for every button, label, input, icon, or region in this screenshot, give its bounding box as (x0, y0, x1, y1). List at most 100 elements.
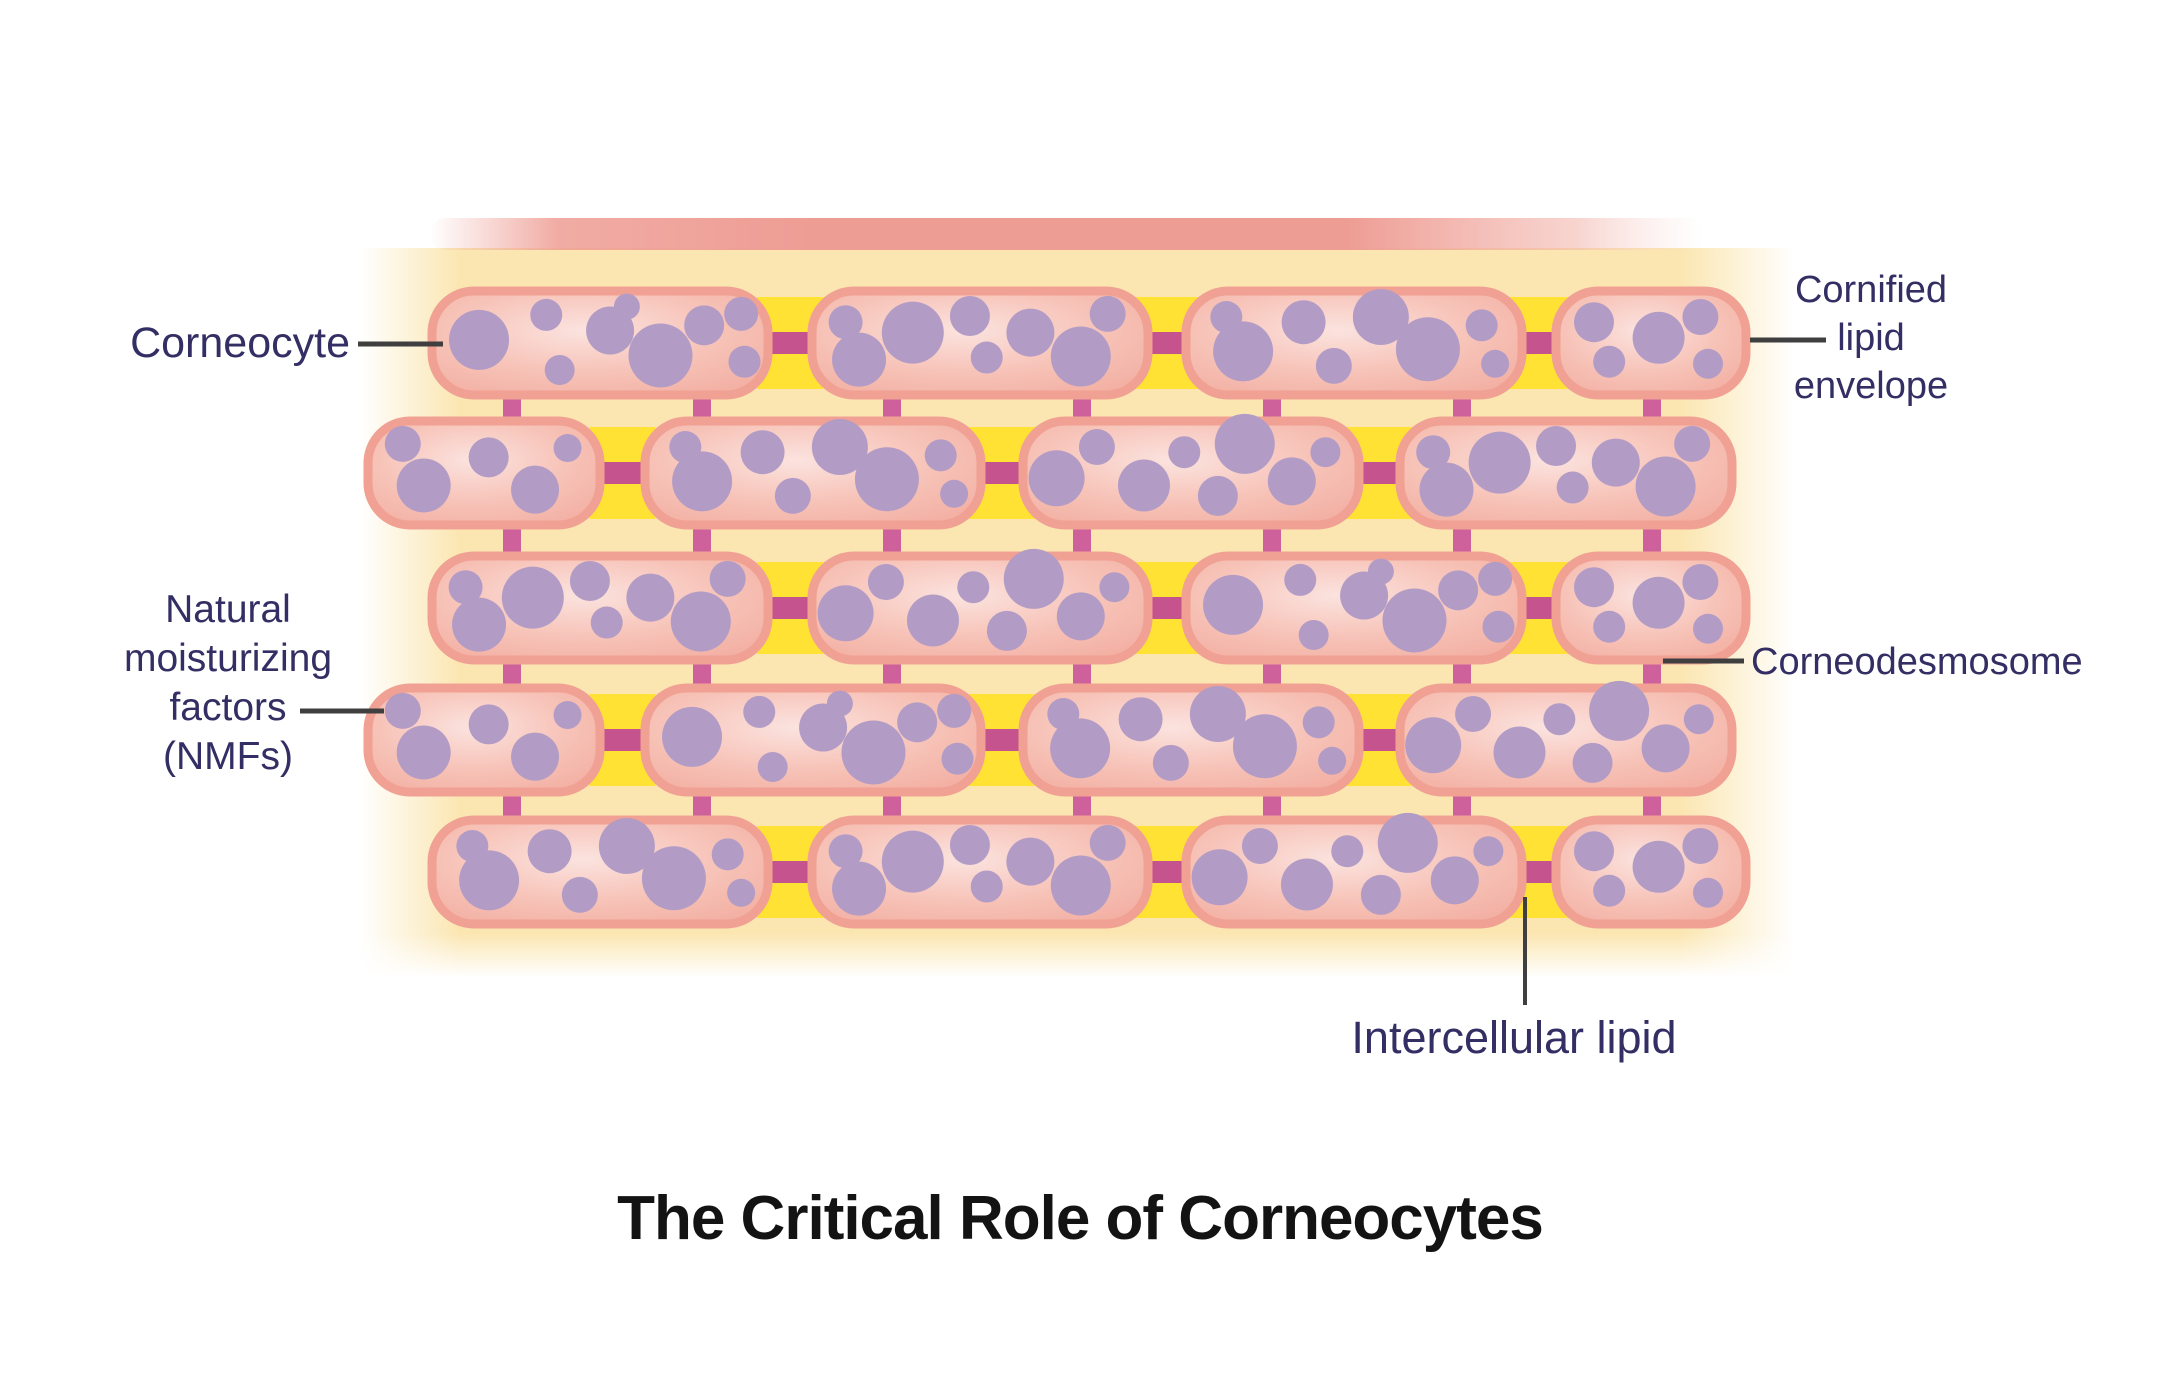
corneocyte-cell (807, 815, 1153, 929)
nmf-dot (970, 341, 1003, 374)
nmf-dot (1310, 437, 1341, 468)
nmf-dot (1473, 836, 1504, 867)
corneocyte-cell (1551, 815, 1751, 929)
nmf-dot (1632, 311, 1685, 364)
nmf-dot (1099, 572, 1130, 603)
nmf-dot (1331, 835, 1364, 868)
lipid-band (1348, 729, 1411, 751)
background-bottom-fade (355, 933, 1800, 985)
nmf-dot (1632, 840, 1685, 893)
nmf-dot (1482, 610, 1515, 643)
nmf-dot (511, 465, 560, 514)
nmf-dot (1168, 436, 1201, 469)
nmf-dot (1284, 563, 1317, 596)
nmf-dot (1118, 697, 1163, 742)
corneocyte-cell (427, 286, 773, 400)
nmf-dot (501, 566, 564, 629)
nmf-dot (728, 345, 761, 378)
corneocyte-cell (807, 286, 1153, 400)
nmf-dot (949, 824, 990, 865)
nmf-dot (553, 434, 582, 463)
nmf-dot (811, 419, 868, 475)
nmf-dot (828, 305, 863, 340)
nmf-dot (553, 701, 582, 730)
nmf-dot (854, 447, 919, 512)
nmf-dot (1197, 475, 1238, 516)
nmf-dot (1267, 457, 1316, 506)
nmf-dot (1589, 680, 1650, 741)
skin-surface-band (430, 218, 1705, 250)
nmf-dot (832, 332, 887, 387)
nmf-dot (727, 878, 756, 907)
nmf-dot (1635, 456, 1696, 517)
nmf-dot (941, 742, 974, 775)
cornified-label-line3: envelope (1793, 365, 1949, 407)
nmf-dot (1003, 548, 1064, 609)
nmf-dot (826, 690, 853, 717)
nmf-dot (709, 560, 746, 597)
nmf-dot (1593, 345, 1626, 378)
nmf-dot (452, 597, 507, 652)
corneocyte-cell (1181, 551, 1527, 665)
nmf-dot (1050, 855, 1111, 916)
nmf-dot (1416, 435, 1451, 470)
nmf-dot (1556, 471, 1589, 504)
nmf-dot (561, 876, 598, 913)
nmf-dot (1318, 746, 1347, 775)
nmf-dot (1214, 413, 1275, 474)
nmf-dot (817, 585, 874, 642)
nmf-dot (1593, 610, 1626, 643)
nmf-dot (949, 295, 990, 336)
nmf-dot (684, 305, 725, 346)
corneocyte-cell (363, 683, 605, 797)
nmf-dot (940, 479, 969, 508)
nmf-dot (1241, 828, 1278, 864)
nmf-dot (1438, 570, 1479, 611)
nmf-label-line4: (NMFs) (163, 735, 293, 778)
corneocyte-cell (1018, 683, 1364, 797)
lipid-band (591, 729, 654, 751)
nmf-dot (396, 458, 451, 513)
nmf-dot (1683, 704, 1714, 735)
nmf-dot (396, 725, 451, 780)
nmf-dot (1682, 828, 1719, 864)
nmf-dot (1693, 348, 1723, 379)
nmf-dot (1050, 326, 1111, 387)
nmf-dot (937, 693, 972, 728)
page-title: The Critical Role of Corneocytes (617, 1184, 1544, 1253)
nmf-dot (986, 610, 1027, 651)
nmf-dot (530, 298, 563, 331)
lipid-band (1348, 462, 1411, 484)
nmf-dot (569, 560, 610, 601)
nmf-dot (867, 564, 904, 600)
nmf-dot (1574, 302, 1614, 343)
nmf-dot (449, 309, 510, 370)
lipid-band (759, 332, 821, 354)
nmf-dot (1280, 858, 1333, 911)
nmf-dot (1302, 706, 1335, 739)
nmf-dot (1574, 831, 1614, 872)
nmf-dot (1693, 613, 1723, 644)
nmf-dot (468, 437, 509, 478)
nmf-dot (1056, 592, 1105, 641)
nmf-dot (924, 439, 957, 472)
natural-moisturizing-factors-label: Natural moisturizing factors (NMFs) (68, 585, 388, 781)
nmf-dot (957, 571, 990, 604)
nmf-dot (881, 301, 944, 364)
nmf-dot (1395, 317, 1460, 382)
nmf-dot (1191, 849, 1248, 906)
corneocyte-cell (427, 551, 773, 665)
nmf-dot (1078, 429, 1115, 465)
nmf-dot (628, 323, 693, 388)
corneocyte-cell (1551, 286, 1751, 400)
nmf-dot (740, 430, 785, 475)
cornified-label-line1: Cornified (1794, 269, 1948, 311)
nmf-dot (384, 425, 421, 462)
nmf-label-line1: Natural (165, 588, 291, 631)
nmf-dot (841, 720, 906, 785)
nmf-dot (1298, 620, 1329, 651)
nmf-dot (468, 704, 509, 745)
nmf-dot (1028, 450, 1085, 507)
nmf-dot (1377, 812, 1438, 873)
nmf-dot (832, 861, 887, 916)
